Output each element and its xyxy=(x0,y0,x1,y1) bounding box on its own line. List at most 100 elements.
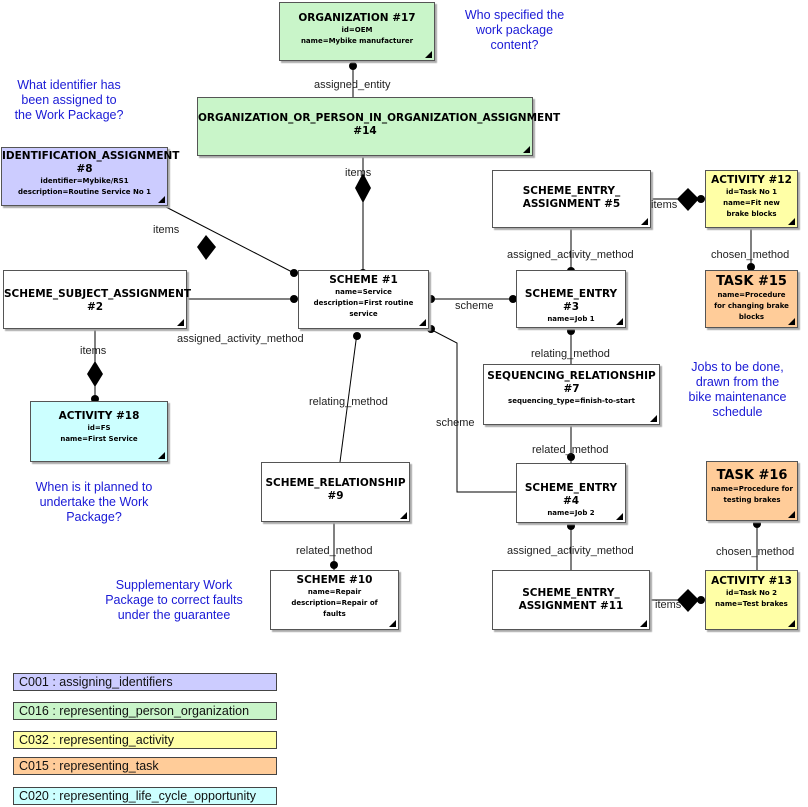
box-title: TASK #16 xyxy=(716,468,788,483)
aggregation-diamond xyxy=(677,188,699,211)
connector-dot xyxy=(753,520,761,528)
legend-item-c016: C016 : representing_person_organization xyxy=(13,702,277,720)
legend-item-c032: C032 : representing_activity xyxy=(13,731,277,749)
box-activity-13[interactable]: ACTIVITY #13 id=Task No 2 name=Test brak… xyxy=(705,570,798,630)
label-related-method-7: related_method xyxy=(532,444,609,456)
label-assigned-activity-method-5: assigned_activity_method xyxy=(507,249,634,261)
corner-marker xyxy=(640,620,647,627)
box-task-15[interactable]: TASK #15 name=Procedure for changing bra… xyxy=(705,270,798,328)
box-scheme-10[interactable]: SCHEME #10 name=Repair description=Repai… xyxy=(270,570,399,630)
connector-dot xyxy=(509,295,517,303)
box-title: TASK #15 xyxy=(716,274,787,289)
corner-marker xyxy=(616,513,623,520)
connector-dot xyxy=(567,453,575,461)
corner-marker xyxy=(389,620,396,627)
box-sequencing-relationship-7[interactable]: SEQUENCING_RELATIONSHIP #7 sequencing_ty… xyxy=(483,364,660,425)
corner-marker xyxy=(158,452,165,459)
box-attributes: name=Service description=First routine s… xyxy=(313,288,414,318)
box-attributes: name=Job 1 xyxy=(547,315,595,323)
connector-dot xyxy=(567,522,575,530)
box-attributes: id=OEM name=Mybike manufacturer xyxy=(300,26,414,45)
corner-marker xyxy=(158,196,165,203)
connector-dot xyxy=(290,269,298,277)
box-attributes: id=Task No 1 name=Fit new brake blocks xyxy=(723,188,780,218)
box-attributes: id=FS name=First Service xyxy=(60,424,138,443)
note-who-specified: Who specified the work package content? xyxy=(464,8,565,52)
label-items-5: items xyxy=(651,199,678,211)
corner-marker xyxy=(788,218,795,225)
box-title: ORGANIZATION #17 xyxy=(298,12,416,24)
label-relating-method-7: relating_method xyxy=(531,348,610,360)
connector-dot xyxy=(697,195,705,203)
label-items-14: items xyxy=(345,167,372,179)
label-scheme-4: scheme xyxy=(436,417,475,429)
note-when-planned: When is it planned to undertake the Work… xyxy=(35,480,153,524)
box-activity-12[interactable]: ACTIVITY #12 id=Task No 1 name=Fit new b… xyxy=(705,170,798,228)
box-task-16[interactable]: TASK #16 name=Procedure for testing brak… xyxy=(706,461,798,521)
box-title: SCHEME_ENTRY #3 xyxy=(524,288,618,313)
box-title: SCHEME_RELATIONSHIP #9 xyxy=(265,477,406,502)
corner-marker xyxy=(400,512,407,519)
box-title: ACTIVITY #18 xyxy=(58,410,140,422)
connector-scheme-4 xyxy=(429,328,516,493)
box-scheme-subject-assignment-2[interactable]: SCHEME_SUBJECT_ASSIGNMENT #2 xyxy=(3,270,192,329)
corner-marker xyxy=(788,318,795,325)
connector-dot xyxy=(330,561,338,569)
connector-dot xyxy=(697,596,705,604)
box-title: IDENTIFICATION_ASSIGNMENT #8 xyxy=(2,150,180,175)
label-relating-method-9: relating_method xyxy=(309,396,388,408)
corner-marker xyxy=(650,415,657,422)
label-chosen-method-12: chosen_method xyxy=(711,249,790,261)
corner-marker xyxy=(788,620,795,627)
label-assigned-activity-method-2: assigned_activity_method xyxy=(177,333,304,345)
connector-dot xyxy=(290,295,298,303)
label-assigned-entity: assigned_entity xyxy=(314,79,391,91)
corner-marker xyxy=(523,146,530,153)
connector-relating-method-9 xyxy=(339,332,358,463)
box-attributes: name=Job 2 xyxy=(547,509,595,517)
box-title: SEQUENCING_RELATIONSHIP #7 xyxy=(487,370,656,395)
box-title: ORGANIZATION_OR_PERSON_IN_ORGANIZATION_A… xyxy=(198,112,561,137)
corner-marker xyxy=(177,319,184,326)
legend-item-c001: C001 : assigning_identifiers xyxy=(13,673,277,691)
box-scheme-entry-assignment-5[interactable]: SCHEME_ENTRY_ ASSIGNMENT #5 xyxy=(492,170,651,228)
aggregation-diamond xyxy=(355,173,371,203)
label-items-8: items xyxy=(153,224,180,236)
box-scheme-entry-4[interactable]: SCHEME_ENTRY #4 name=Job 2 xyxy=(516,463,626,523)
label-scheme-3: scheme xyxy=(455,300,494,312)
label-chosen-method-13: chosen_method xyxy=(716,546,795,558)
box-scheme-entry-3[interactable]: SCHEME_ENTRY #3 name=Job 1 xyxy=(516,270,626,328)
box-title: SCHEME_ENTRY #4 xyxy=(524,482,618,507)
box-attributes: identifier=Mybike/RS1 description=Routin… xyxy=(18,177,151,196)
aggregation-diamond xyxy=(87,361,103,387)
box-attributes: name=Procedure for changing brake blocks xyxy=(714,291,789,321)
corner-marker xyxy=(425,51,432,58)
aggregation-diamond xyxy=(677,589,699,612)
connector-dot xyxy=(567,327,575,335)
box-attributes: name=Repair description=Repair of faults xyxy=(291,588,378,618)
box-org-person-assignment-14[interactable]: ORGANIZATION_OR_PERSON_IN_ORGANIZATION_A… xyxy=(197,97,561,156)
box-title: ACTIVITY #12 xyxy=(711,174,792,186)
label-related-method-9: related_method xyxy=(296,545,373,557)
note-jobs-to-be-done: Jobs to be done, drawn from the bike mai… xyxy=(688,360,787,419)
note-what-identifier: What identifier has been assigned to the… xyxy=(14,78,124,122)
box-organization-17[interactable]: ORGANIZATION #17 id=OEM name=Mybike manu… xyxy=(279,2,435,61)
box-identification-assignment-8[interactable]: IDENTIFICATION_ASSIGNMENT #8 identifier=… xyxy=(1,147,180,206)
connector-dot xyxy=(427,295,435,303)
box-scheme-relationship-9[interactable]: SCHEME_RELATIONSHIP #9 xyxy=(261,462,410,522)
label-assigned-activity-method-11: assigned_activity_method xyxy=(507,545,634,557)
box-attributes: sequencing_type=finish-to-start xyxy=(508,397,635,405)
box-scheme-1[interactable]: SCHEME #1 name=Service description=First… xyxy=(298,270,429,329)
box-title: ACTIVITY #13 xyxy=(711,575,792,587)
box-scheme-entry-assignment-11[interactable]: SCHEME_ENTRY_ ASSIGNMENT #11 xyxy=(492,570,650,630)
box-activity-18[interactable]: ACTIVITY #18 id=FS name=First Service xyxy=(30,401,168,462)
connector-dot xyxy=(747,263,755,271)
connector-dot xyxy=(349,62,357,70)
box-title: SCHEME_SUBJECT_ASSIGNMENT #2 xyxy=(4,288,192,313)
corner-marker xyxy=(419,319,426,326)
box-title: SCHEME_ENTRY_ ASSIGNMENT #5 xyxy=(522,185,621,210)
aggregation-diamond xyxy=(197,235,216,260)
corner-marker xyxy=(616,318,623,325)
box-title: SCHEME #1 xyxy=(329,274,398,286)
corner-marker xyxy=(788,511,795,518)
